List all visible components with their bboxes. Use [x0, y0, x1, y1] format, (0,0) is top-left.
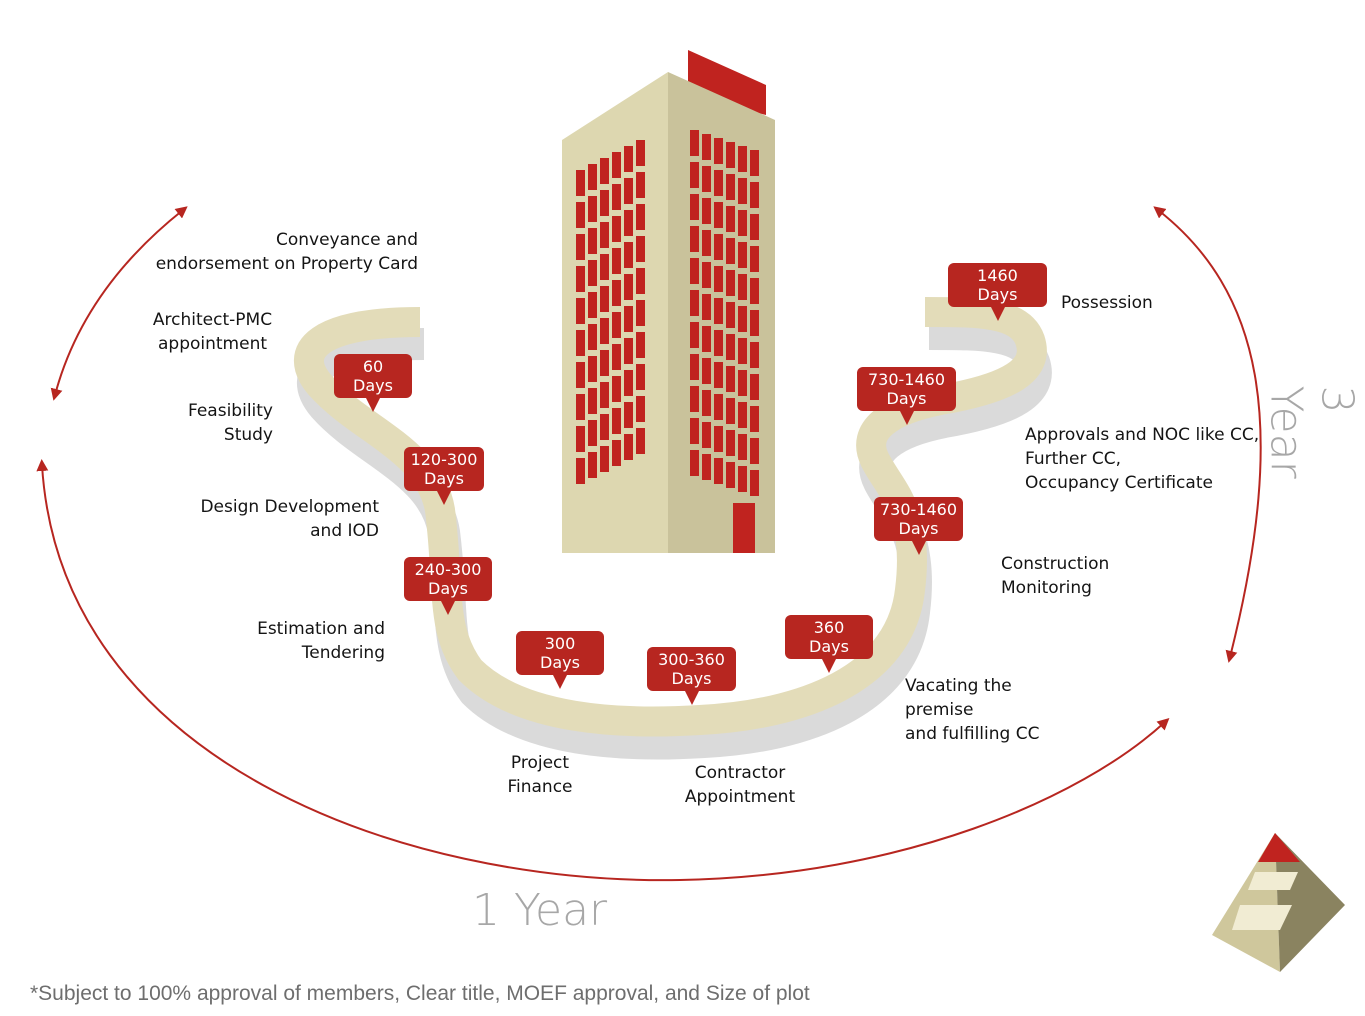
days-badge-finance: 300 Days — [516, 631, 604, 689]
days-badge-contractor: 300-360 Days — [647, 647, 736, 705]
days-badge-design: 120-300 Days — [404, 447, 484, 505]
days-badge-approvals: 730-1460 Days — [857, 367, 956, 425]
pyramid-logo-icon — [1212, 833, 1345, 972]
step-label-vacating: Vacating the premise and fulfilling CC — [905, 676, 1040, 744]
building-icon — [562, 50, 775, 553]
days-badge-possession: 1460 Days — [948, 263, 1047, 321]
step-label-contractor: Contractor Appointment — [684, 763, 796, 807]
step-label-conveyance: Conveyance and endorsement on Property C… — [155, 230, 418, 274]
three-year-arc-arrow — [1153, 206, 1262, 663]
step-label-feasibility: Feasibility Study — [188, 401, 273, 445]
one-year-left-arrow — [50, 206, 188, 401]
step-label-finance: Project Finance — [507, 753, 573, 797]
step-label-construction: Construction Monitoring — [1001, 554, 1110, 598]
step-label-approvals: Approvals and NOC like CC, Further CC, O… — [1025, 425, 1260, 493]
step-label-estimation: Estimation and Tendering — [257, 619, 385, 663]
days-badge-vacating: 360 Days — [785, 615, 873, 673]
one-year-label: 1 Year — [472, 885, 608, 936]
step-label-possession: Possession — [1061, 293, 1153, 313]
step-label-architect: Architect-PMC appointment — [152, 310, 273, 354]
three-year-label: 3 Year — [1260, 385, 1363, 479]
days-badge-feasibility: 60 Days — [334, 354, 412, 412]
step-label-design: Design Development and IOD — [200, 497, 379, 541]
days-badge-construction: 730-1460 Days — [874, 497, 963, 555]
days-badge-estimation: 240-300 Days — [404, 557, 492, 615]
one-year-arc-arrow — [36, 459, 1170, 882]
footnote: *Subject to 100% approval of members, Cl… — [30, 982, 810, 1005]
